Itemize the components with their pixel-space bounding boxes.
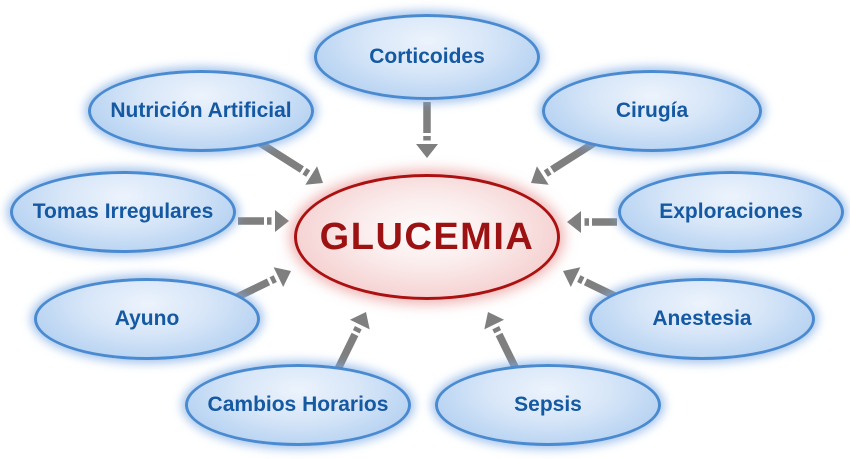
arrow-corticoides [416, 102, 438, 158]
node-glucemia: GLUCEMIA [294, 174, 560, 300]
node-tomas-irregulares-label: Tomas Irregulares [32, 199, 214, 223]
node-sepsis-label: Sepsis [514, 392, 582, 416]
node-sepsis: Sepsis [435, 364, 661, 446]
node-exploraciones: Exploraciones [618, 171, 844, 253]
arrow-exploraciones [567, 211, 617, 233]
node-cambios-horarios-label: Cambios Horarios [207, 392, 389, 416]
node-cambios-horarios: Cambios Horarios [185, 364, 411, 446]
node-nutricion-artificial-label: Nutrición Artificial [110, 98, 292, 122]
node-cirugia-label: Cirugía [615, 98, 689, 122]
arrow-nutricion-artificial [257, 139, 323, 185]
node-corticoides-label: Corticoides [369, 44, 485, 68]
arrow-cambios-horarios [333, 312, 370, 373]
node-exploraciones-label: Exploraciones [659, 199, 803, 223]
node-nutricion-artificial: Nutrición Artificial [88, 70, 314, 152]
node-ayuno: Ayuno [34, 278, 260, 360]
node-anestesia: Anestesia [589, 278, 815, 360]
node-cirugia: Cirugía [542, 70, 762, 152]
arrow-cirugia [531, 139, 597, 185]
node-ayuno-label: Ayuno [114, 306, 180, 330]
arrow-tomas-irregulares [238, 210, 289, 232]
node-anestesia-label: Anestesia [652, 306, 752, 330]
node-glucemia-label: GLUCEMIA [319, 215, 535, 258]
node-corticoides: Corticoides [314, 14, 540, 100]
node-tomas-irregulares: Tomas Irregulares [10, 171, 236, 253]
arrow-sepsis [484, 312, 521, 373]
